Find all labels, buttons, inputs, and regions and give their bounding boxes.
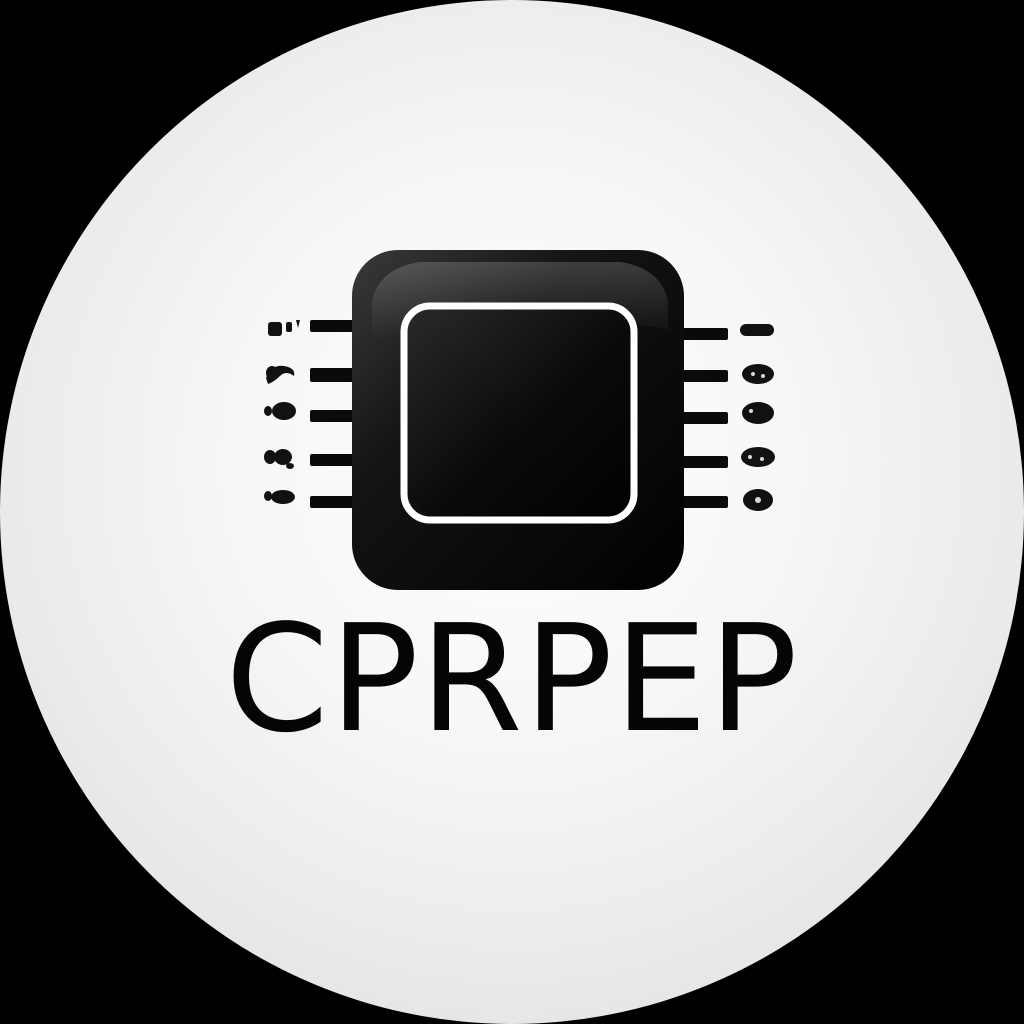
right-pin — [680, 412, 728, 424]
left-pins — [310, 320, 354, 508]
right-pin — [680, 456, 728, 468]
brand-wordmark: CPRPEP — [225, 593, 799, 765]
right-pins — [680, 328, 728, 508]
left-pin — [310, 454, 354, 466]
right-pin — [680, 496, 728, 508]
right-pin — [680, 370, 728, 382]
left-pin — [310, 320, 354, 332]
right-pin-marks — [740, 324, 775, 511]
chip-core — [400, 302, 638, 524]
left-pin — [310, 496, 354, 508]
left-pin — [310, 368, 354, 382]
right-pin — [680, 328, 728, 340]
left-pin-marks — [264, 320, 300, 504]
left-pin — [310, 410, 354, 422]
